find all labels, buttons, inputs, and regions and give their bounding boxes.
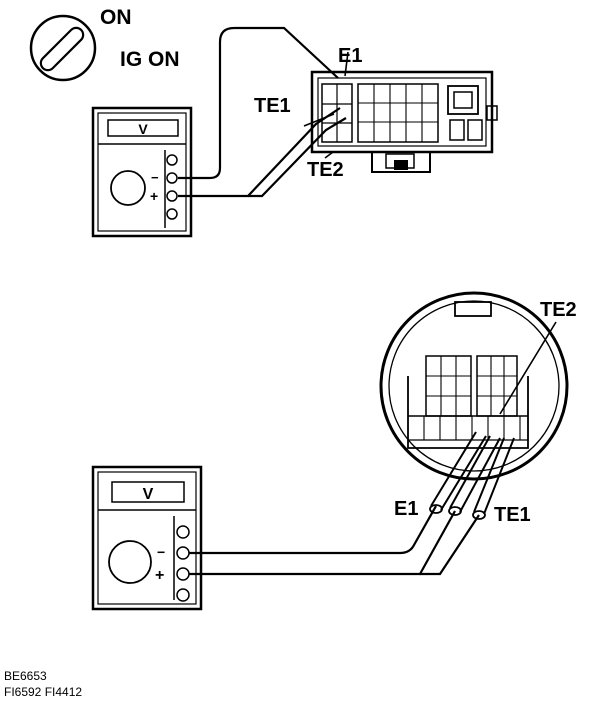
- bottom-meter-minus: −: [157, 544, 165, 560]
- bottom-meter-jack: [176, 525, 190, 539]
- top-te1-label: TE1: [254, 95, 291, 117]
- bottom-meter-jack: [176, 588, 190, 602]
- top-meter-jack: [166, 172, 178, 184]
- bottom-meter-jack: [176, 567, 190, 581]
- top-meter-plus: +: [150, 188, 158, 204]
- check-connector: [310, 70, 498, 173]
- top-meter-jack: [166, 208, 178, 220]
- bottom-e1-label: E1: [394, 498, 418, 520]
- top-voltmeter: V − +: [91, 106, 193, 238]
- figure-code-line2: FI6592 FI4412: [4, 685, 82, 699]
- bottom-voltmeter: V − +: [91, 465, 203, 611]
- top-meter-jack: [166, 190, 178, 202]
- bottom-te2-label: TE2: [540, 299, 577, 321]
- bottom-te1-label: TE1: [494, 504, 531, 526]
- round-check-connector: [379, 291, 569, 481]
- ignition-on-label: ON: [100, 6, 132, 29]
- bottom-meter-jack: [176, 546, 190, 560]
- bottom-meter-display: V: [143, 486, 154, 503]
- top-meter-display: V: [138, 121, 148, 137]
- top-meter-minus: −: [151, 170, 159, 185]
- top-test-leads: [178, 26, 349, 198]
- ignition-switch-icon: [29, 14, 97, 82]
- top-meter-jack: [166, 154, 178, 166]
- ig-on-label: IG ON: [120, 48, 180, 71]
- bottom-test-probes: [429, 431, 515, 520]
- figure-code-line1: BE6653: [4, 669, 47, 683]
- bottom-meter-dial: [108, 540, 152, 584]
- bottom-test-leads: [189, 505, 480, 576]
- top-e1-label: E1: [338, 45, 362, 67]
- bottom-meter-plus: +: [155, 567, 164, 584]
- top-meter-dial: [110, 170, 146, 206]
- top-te2-label: TE2: [307, 159, 344, 181]
